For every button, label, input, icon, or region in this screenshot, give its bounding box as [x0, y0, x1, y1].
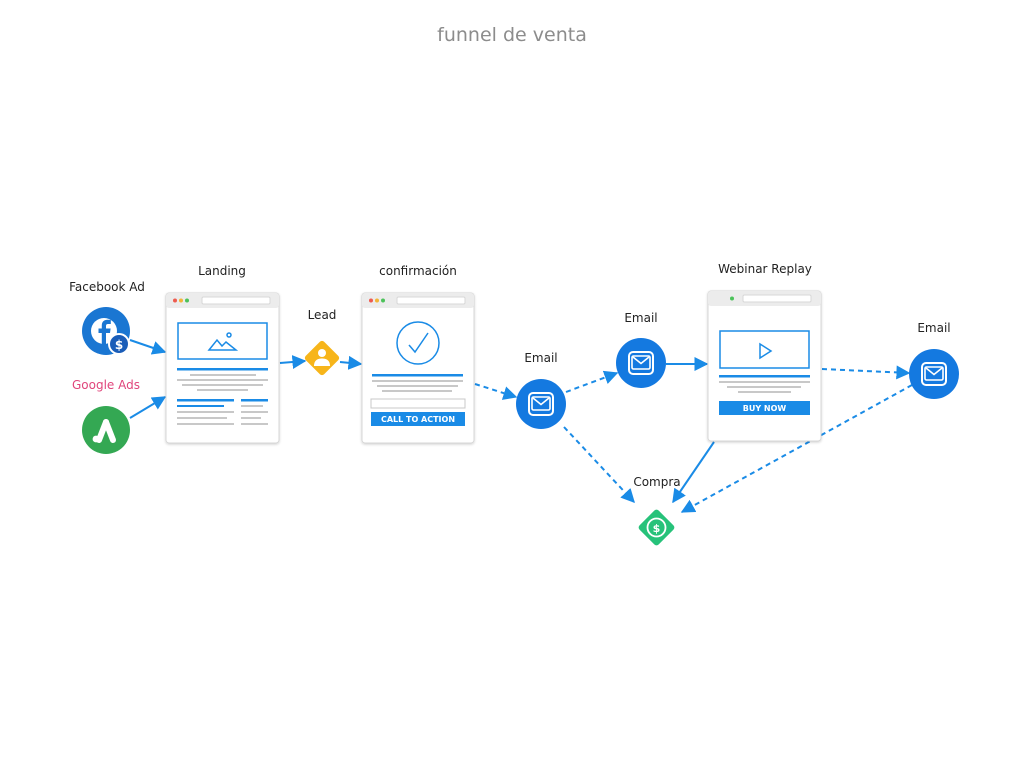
edge-email3-compra — [680, 384, 913, 513]
facebook-ad-node: $ — [82, 307, 130, 355]
edge-lead-confirmacion — [339, 355, 363, 370]
email-2-node — [616, 338, 666, 388]
connectors — [129, 339, 913, 513]
mail-icon — [921, 362, 947, 386]
webinar-replay-label: Webinar Replay — [718, 262, 812, 276]
email-3-label: Email — [917, 321, 951, 335]
compra-label: Compra — [633, 475, 681, 489]
webinar-page-content — [708, 291, 821, 393]
dollar-icon: $ — [646, 517, 667, 538]
svg-text:$: $ — [115, 338, 123, 352]
email-1-label: Email — [524, 351, 558, 365]
google-ads-label: Google Ads — [72, 378, 140, 392]
edge-email1-compra — [563, 426, 635, 504]
webinar-page-node — [707, 290, 822, 442]
call-to-action-button[interactable]: CALL TO ACTION — [371, 412, 465, 426]
page-title: funnel de venta — [437, 24, 587, 46]
edge-google-landing — [129, 396, 167, 419]
confirmacion-label: confirmación — [379, 264, 457, 278]
edge-landing-lead — [279, 355, 307, 369]
lead-label: Lead — [307, 308, 337, 322]
google-ads-icon — [96, 419, 116, 443]
dollar-icon: $ — [108, 333, 130, 355]
landing-page-content — [166, 293, 279, 425]
buy-now-button[interactable]: BUY NOW — [719, 401, 810, 415]
play-icon — [759, 342, 773, 360]
mail-icon — [528, 392, 554, 416]
edge-webinar-compra — [672, 441, 715, 504]
google-ads-node — [82, 406, 130, 454]
confirmacion-page-content — [362, 293, 474, 409]
landing-label: Landing — [198, 264, 246, 278]
call-to-action-label: CALL TO ACTION — [381, 415, 455, 424]
svg-text:$: $ — [653, 522, 661, 535]
edge-facebook-landing — [129, 339, 167, 355]
lead-node — [304, 340, 340, 376]
email-1-node — [516, 379, 566, 429]
email-3-node — [909, 349, 959, 399]
mail-icon — [628, 351, 654, 375]
edge-webinar-email3 — [821, 365, 911, 380]
compra-node: $ — [638, 509, 675, 546]
edge-confirmacion-email1 — [474, 383, 518, 400]
facebook-ad-label: Facebook Ad — [69, 280, 145, 294]
email-2-label: Email — [624, 311, 658, 325]
image-icon — [207, 332, 239, 351]
buy-now-label: BUY NOW — [743, 404, 787, 413]
user-icon — [314, 349, 330, 366]
check-circle-icon — [396, 321, 440, 365]
edge-email1-email2 — [565, 370, 619, 393]
